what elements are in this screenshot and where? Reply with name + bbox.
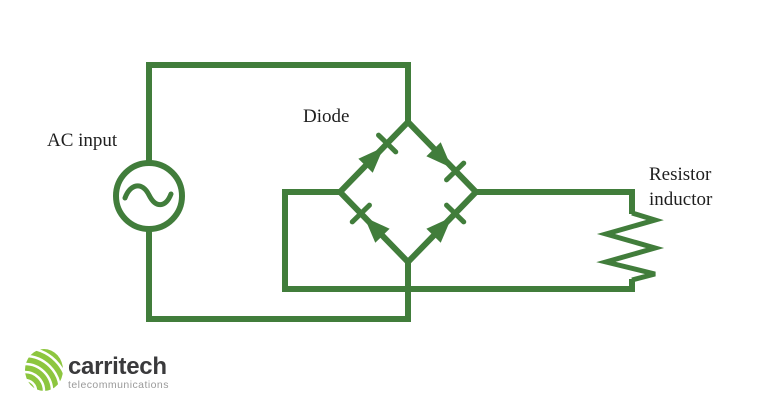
wire-ac-top [146, 62, 411, 163]
wire-ac-bottom [146, 229, 411, 322]
bridge-diamond [335, 117, 481, 267]
logo-tagline: telecommunications [68, 379, 169, 391]
load-label-line2: inductor [649, 189, 713, 210]
wire-output-upper [474, 189, 635, 214]
diode-bottom-left-icon [349, 202, 390, 243]
sine-wave-icon [122, 183, 174, 208]
ac-input-label: AC input [47, 130, 118, 151]
logo-text-block: carritech telecommunications [68, 353, 169, 392]
carritech-logo: carritech telecommunications [24, 348, 169, 392]
carritech-globe-icon [25, 349, 63, 391]
load-label: Resistor inductor [649, 162, 712, 212]
resistor-zigzag [596, 210, 665, 283]
logo-name: carritech [68, 353, 167, 380]
diode-bottom-right-icon [426, 202, 467, 243]
load-label-line1: Resistor [649, 164, 712, 185]
diode-label: Diode [303, 106, 350, 127]
diode-top-left-icon [358, 132, 399, 173]
wire-output-lower [282, 189, 635, 292]
diode-top-right-icon [426, 142, 467, 183]
ac-source-circle [113, 160, 185, 232]
